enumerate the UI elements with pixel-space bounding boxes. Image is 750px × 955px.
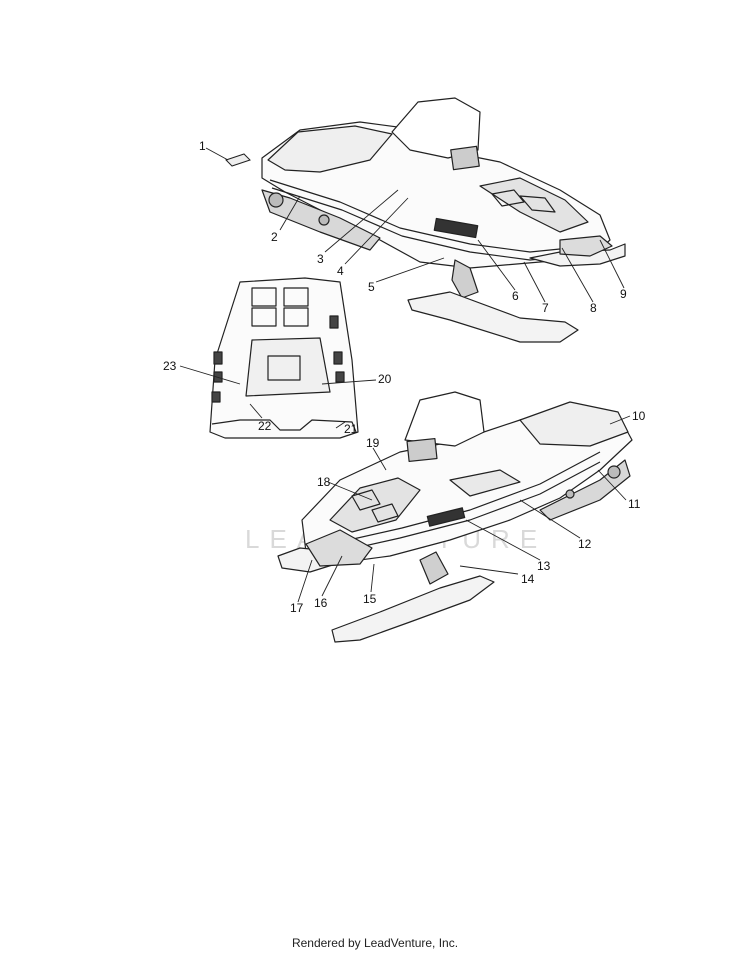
hood-detail bbox=[209, 277, 359, 439]
callout-23: 23 bbox=[163, 359, 177, 373]
callouts: 1 2 3 4 5 6 7 8 9 10 11 12 13 14 15 16 1… bbox=[163, 139, 646, 615]
callout-16: 16 bbox=[314, 596, 328, 610]
callout-4: 4 bbox=[337, 264, 344, 278]
callout-1: 1 bbox=[199, 139, 206, 153]
snowmobile-top bbox=[261, 97, 626, 343]
callout-6: 6 bbox=[512, 289, 519, 303]
callout-10: 10 bbox=[632, 409, 646, 423]
footer-credit: Rendered by LeadVenture, Inc. bbox=[291, 936, 459, 950]
callout-21: 21 bbox=[344, 422, 358, 436]
callout-18: 18 bbox=[317, 475, 331, 489]
callout-12: 12 bbox=[578, 537, 592, 551]
callout-13: 13 bbox=[537, 559, 551, 573]
callout-5: 5 bbox=[368, 280, 375, 294]
callout-15: 15 bbox=[363, 592, 377, 606]
callout-22: 22 bbox=[258, 419, 272, 433]
callout-9: 9 bbox=[620, 287, 627, 301]
callout-14: 14 bbox=[521, 572, 535, 586]
callout-3: 3 bbox=[317, 252, 324, 266]
callout-19: 19 bbox=[366, 436, 380, 450]
callout-11: 11 bbox=[628, 497, 641, 511]
snowmobile-bottom bbox=[277, 391, 633, 643]
leader-lines bbox=[179, 147, 631, 603]
callout-20: 20 bbox=[378, 372, 392, 386]
decal-part-1 bbox=[225, 153, 251, 167]
callout-17: 17 bbox=[290, 601, 304, 615]
callout-7: 7 bbox=[542, 301, 549, 315]
callout-8: 8 bbox=[590, 301, 597, 315]
callout-2: 2 bbox=[271, 230, 278, 244]
